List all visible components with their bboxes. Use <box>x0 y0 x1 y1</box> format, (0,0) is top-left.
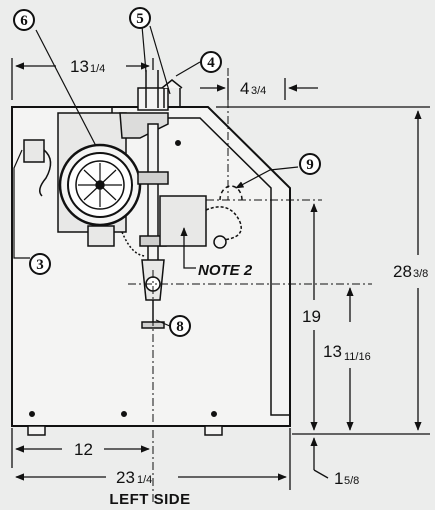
callout-label: 3 <box>36 257 44 273</box>
view-caption: LEFT SIDE <box>109 491 190 508</box>
svg-text:1: 1 <box>334 469 343 488</box>
vent-pipe-right <box>163 88 181 108</box>
limit-switch-box <box>23 139 45 163</box>
callout-4: 4 <box>200 51 222 73</box>
vent-cap-icon <box>161 79 183 89</box>
svg-text:4: 4 <box>240 79 249 98</box>
dim-text-mid-height: 13 11/16 <box>323 342 371 363</box>
vent-pipe-left <box>145 70 159 108</box>
svg-text:1/4: 1/4 <box>137 474 152 486</box>
note-leader <box>180 227 196 269</box>
dim-text-total-width: 23 1/4 <box>116 468 152 487</box>
callout-5: 5 <box>129 7 151 29</box>
cabinet-foot-left <box>27 425 46 436</box>
igniter-cable <box>205 206 242 241</box>
svg-text:11/16: 11/16 <box>344 351 371 363</box>
callout-leaders <box>13 25 299 328</box>
callout-9: 9 <box>299 153 321 175</box>
dim-text-leg-height: 1 5/8 <box>334 469 359 488</box>
gas-pipe-vertical <box>147 123 159 275</box>
panel-screw <box>29 411 35 417</box>
panel-screw <box>211 411 217 417</box>
dim-text-flue-offset: 4 3/4 <box>240 79 266 98</box>
svg-text:3/4: 3/4 <box>251 85 266 97</box>
callout-label: 9 <box>306 157 314 173</box>
pipe-union <box>137 171 169 185</box>
blower-hub <box>95 180 105 190</box>
callout-label: 5 <box>136 11 144 27</box>
callout-6: 6 <box>13 9 35 31</box>
dim-text-lower-height: 19 <box>302 307 321 326</box>
note-2-label: NOTE 2 <box>198 262 253 279</box>
vent-pipes <box>145 70 183 108</box>
ignition-module <box>159 195 207 247</box>
callout-3: 3 <box>29 253 51 275</box>
callout-label: 6 <box>20 13 28 29</box>
svg-text:13: 13 <box>70 57 89 76</box>
chain-left <box>121 231 147 257</box>
svg-text:1/4: 1/4 <box>90 63 105 75</box>
gas-valve-assembly <box>121 123 243 329</box>
motor-box <box>87 225 115 247</box>
dim-text-base-offset: 12 <box>74 440 93 459</box>
dim-text-total-height: 28 3/8 <box>393 262 428 281</box>
cabinet-foot-right <box>204 425 223 436</box>
dimension-lines <box>11 58 430 490</box>
svg-text:28: 28 <box>393 262 412 281</box>
blower-assembly <box>23 87 169 247</box>
panel-screw <box>121 411 127 417</box>
dim-text-top-width: 13 1/4 <box>70 57 105 76</box>
limit-switch-wire <box>39 149 52 197</box>
svg-text:3/8: 3/8 <box>413 268 428 280</box>
panel-screw <box>175 140 181 146</box>
svg-text:23: 23 <box>116 468 135 487</box>
callout-label: 8 <box>176 319 184 335</box>
callout-8: 8 <box>169 315 191 337</box>
cable-connector <box>213 235 227 249</box>
callout-label: 4 <box>207 55 215 71</box>
svg-text:12: 12 <box>74 440 93 459</box>
svg-text:13: 13 <box>323 342 342 361</box>
svg-text:19: 19 <box>302 307 321 326</box>
svg-text:5/8: 5/8 <box>344 475 359 487</box>
